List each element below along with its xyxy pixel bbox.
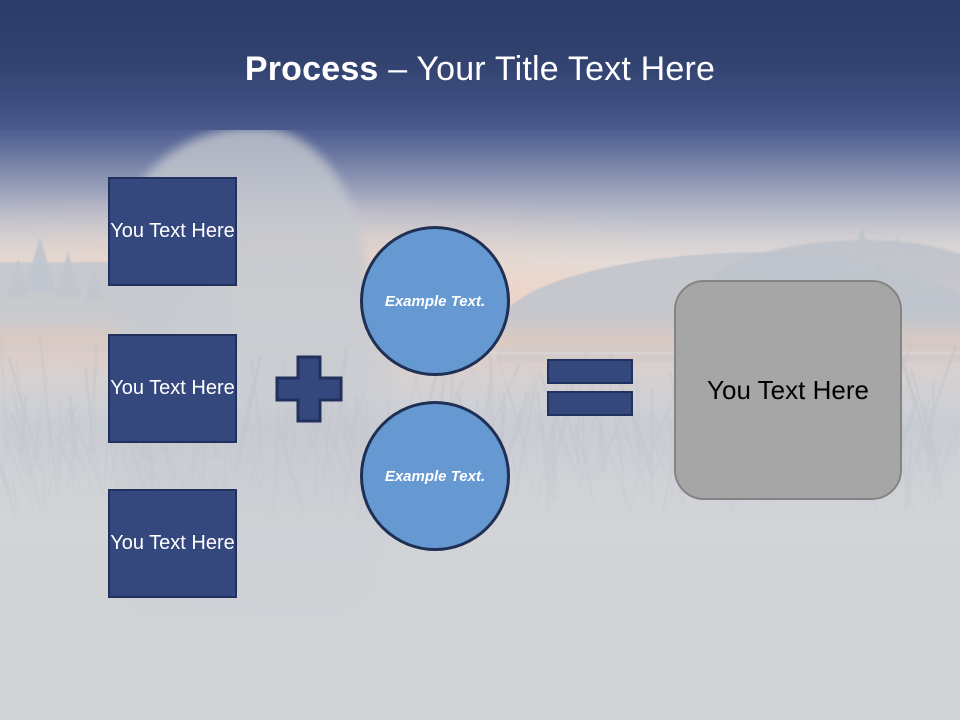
plus-icon[interactable]	[275, 355, 343, 423]
equals-bar-top	[547, 359, 633, 384]
example-circle-2-label: Example Text.	[384, 467, 486, 485]
input-box-3[interactable]: You Text Here	[108, 489, 237, 598]
title-band: Process – Your Title Text Here	[0, 0, 960, 130]
input-box-2-label: You Text Here	[110, 377, 235, 399]
input-box-1[interactable]: You Text Here	[108, 177, 237, 286]
input-box-1-label: You Text Here	[110, 220, 235, 242]
page-title: Process – Your Title Text Here	[0, 48, 960, 90]
example-circle-1[interactable]: Example Text.	[360, 226, 510, 376]
page-title-rest: – Your Title Text Here	[378, 50, 716, 88]
equals-bar-bottom	[547, 391, 633, 416]
example-circle-1-label: Example Text.	[384, 292, 486, 310]
example-circle-2[interactable]: Example Text.	[360, 401, 510, 551]
input-box-3-label: You Text Here	[110, 532, 235, 554]
page-title-emphasis: Process	[244, 50, 379, 88]
result-box[interactable]: You Text Here	[674, 280, 902, 500]
result-box-label: You Text Here	[707, 375, 869, 405]
equals-icon[interactable]	[547, 359, 633, 416]
input-box-2[interactable]: You Text Here	[108, 334, 237, 443]
